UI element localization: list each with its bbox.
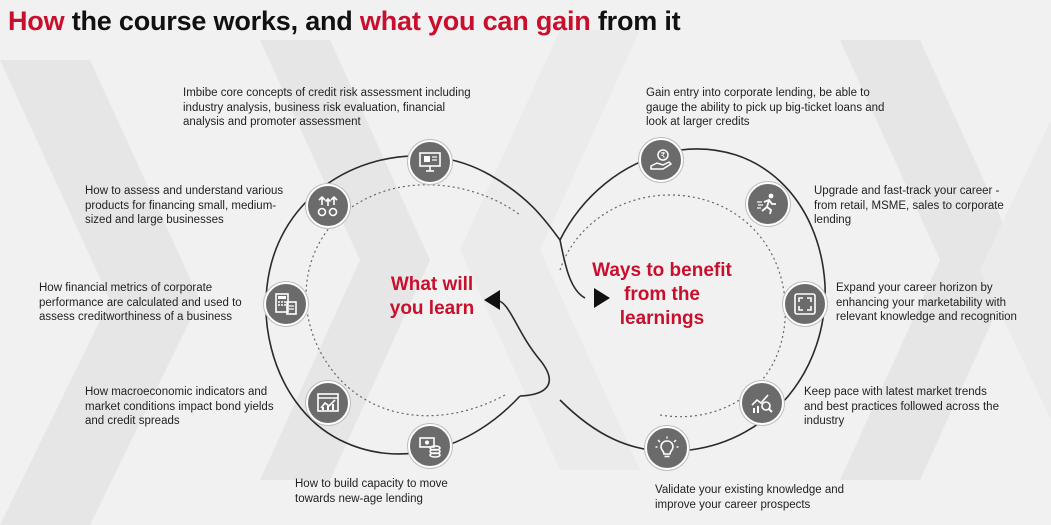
learn-item-macroeconomic: How macroeconomic indicators and market … (85, 386, 274, 427)
what-you-learn-label: What will you learn (389, 274, 475, 319)
learn-item-products: How to assess and understand various pro… (85, 185, 284, 226)
calculator-document-icon (264, 282, 308, 326)
arrow-right (594, 288, 610, 308)
benefit-item-career-horizon: Expand your career horizon by enhancing … (836, 282, 1017, 323)
cash-coins-icon (408, 424, 452, 468)
benefit-item-career-upgrade: Upgrade and fast-track your career - fro… (814, 185, 1004, 226)
trend-magnifier-icon (740, 381, 784, 425)
left-inner-ring (305, 184, 521, 417)
running-person-icon (746, 182, 790, 226)
learn-item-financial-metrics: How financial metrics of corporate perfo… (39, 282, 242, 323)
gears-growth-icon (306, 184, 350, 228)
ways-to-benefit-label: Ways to benefit from the learnings (592, 260, 732, 329)
svg-text:₹: ₹ (661, 151, 666, 160)
page-title: How the course works, and what you can g… (8, 6, 681, 36)
crossing-curve (494, 299, 551, 397)
lightbulb-icon (645, 426, 689, 470)
learn-item-new-age-lending: How to build capacity to move towards ne… (295, 478, 448, 505)
rupee-hand-icon: ₹ (639, 138, 683, 182)
benefit-item-market-trends: Keep pace with latest market trends and … (804, 386, 999, 427)
left-outer-ring (265, 155, 561, 455)
crossing-curve-upper (559, 239, 586, 299)
presentation-board-icon (408, 140, 452, 184)
arrow-left (484, 290, 500, 310)
expand-arrows-icon (783, 282, 827, 326)
benefit-item-validate-knowledge: Validate your existing knowledge and imp… (655, 484, 845, 511)
benefit-item-corporate-lending: Gain entry into corporate lending, be ab… (646, 87, 885, 128)
market-chart-window-icon (306, 381, 350, 425)
learn-item-credit-risk: Imbibe core concepts of credit risk asse… (183, 87, 471, 128)
